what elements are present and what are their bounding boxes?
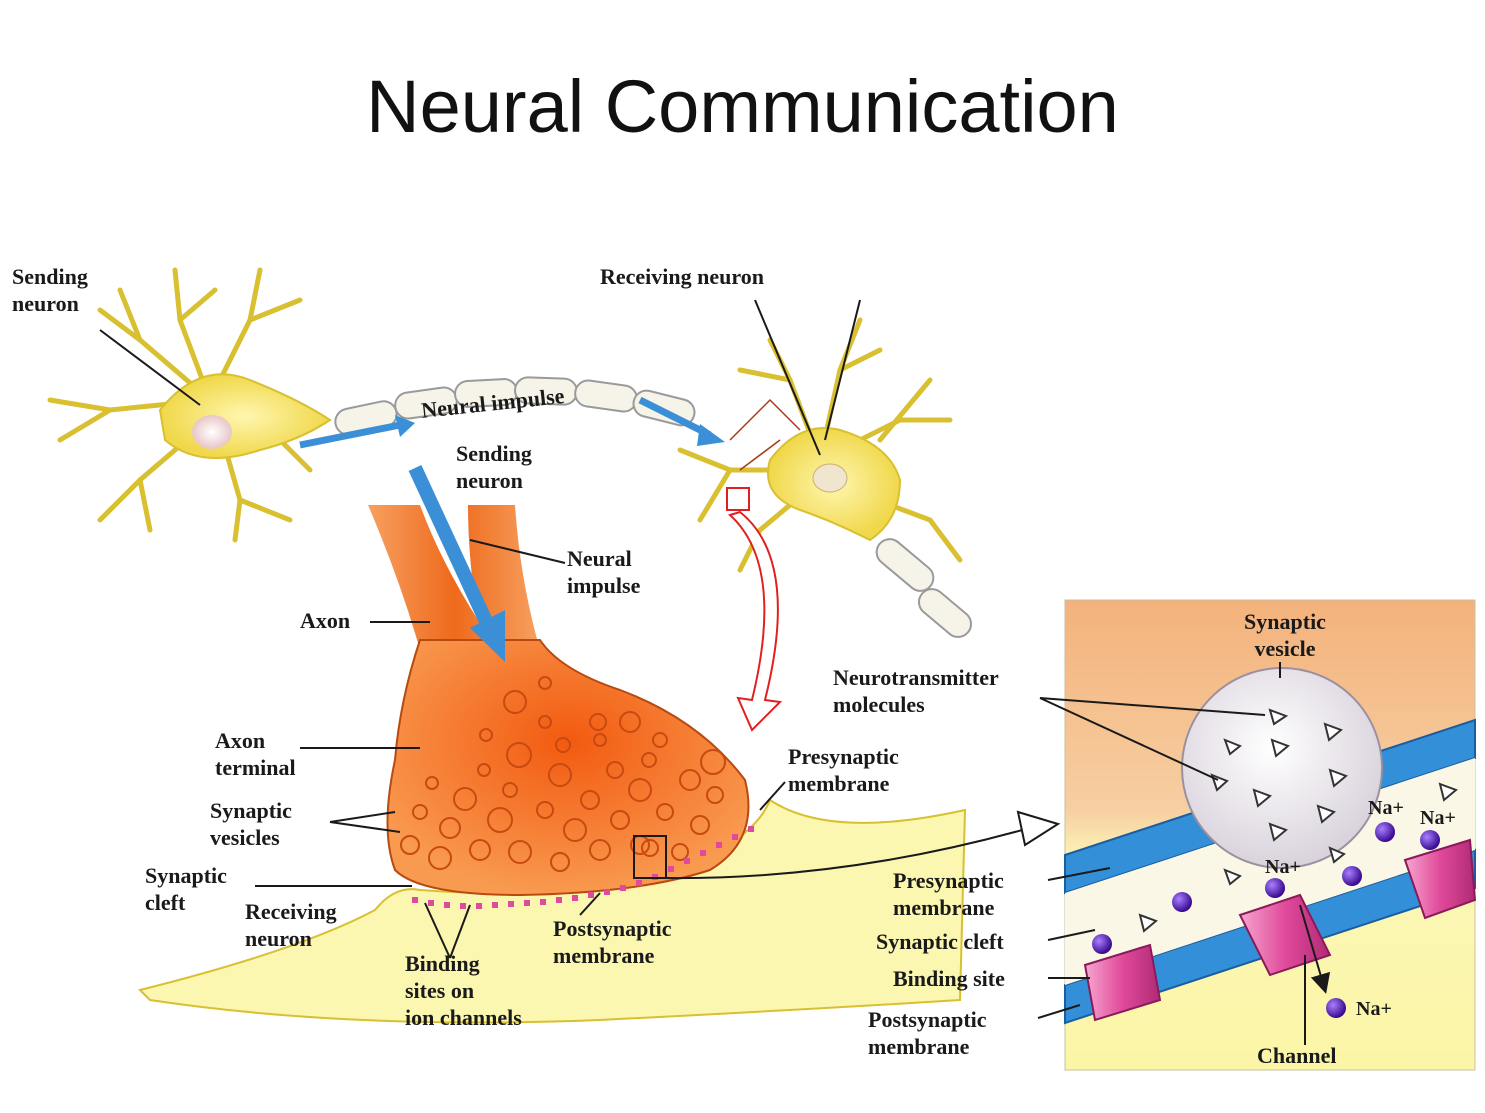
label-axon: Axon [300,608,351,633]
zoom-hollow-arrow [728,510,783,732]
label-na-ion-4: Na+ [1356,998,1392,1020]
label-na-ion-3: Na+ [1265,856,1301,878]
synaptic-vesicle-inset [1181,667,1383,869]
binding-sites-row [412,826,754,909]
neurotransmitter-molecules [1138,708,1458,933]
synaptic-vesicles-cluster [400,676,726,872]
receiving-neuron-body [138,798,967,1024]
label-binding-site-inset: Binding site [893,966,1005,991]
sodium-ions [1092,822,1440,1018]
zoom-marker-square [726,487,750,511]
axon-tube [368,505,540,650]
impulse-arrow-left [299,421,401,449]
label-receiving-neuron-top: Receiving neuron [600,264,764,289]
impulse-arrow-right [638,396,712,439]
ion-channels [1083,838,1477,1022]
label-synaptic-cleft-inset: Synaptic cleft [876,929,1004,954]
receiving-neuron-illustration [677,317,973,638]
terminal-zoom-box [633,835,667,879]
synapse-inset [1064,599,1477,1071]
slide-title: Neural Communication [366,65,1119,148]
label-na-ion-1: Na+ [1368,797,1404,819]
sending-neuron-illustration [47,267,332,543]
impulse-arrow-mid [408,465,497,633]
label-channel: Channel [1257,1043,1337,1068]
label-na-ion-2: Na+ [1420,807,1456,829]
zoom-arrow-to-inset [665,824,1041,880]
